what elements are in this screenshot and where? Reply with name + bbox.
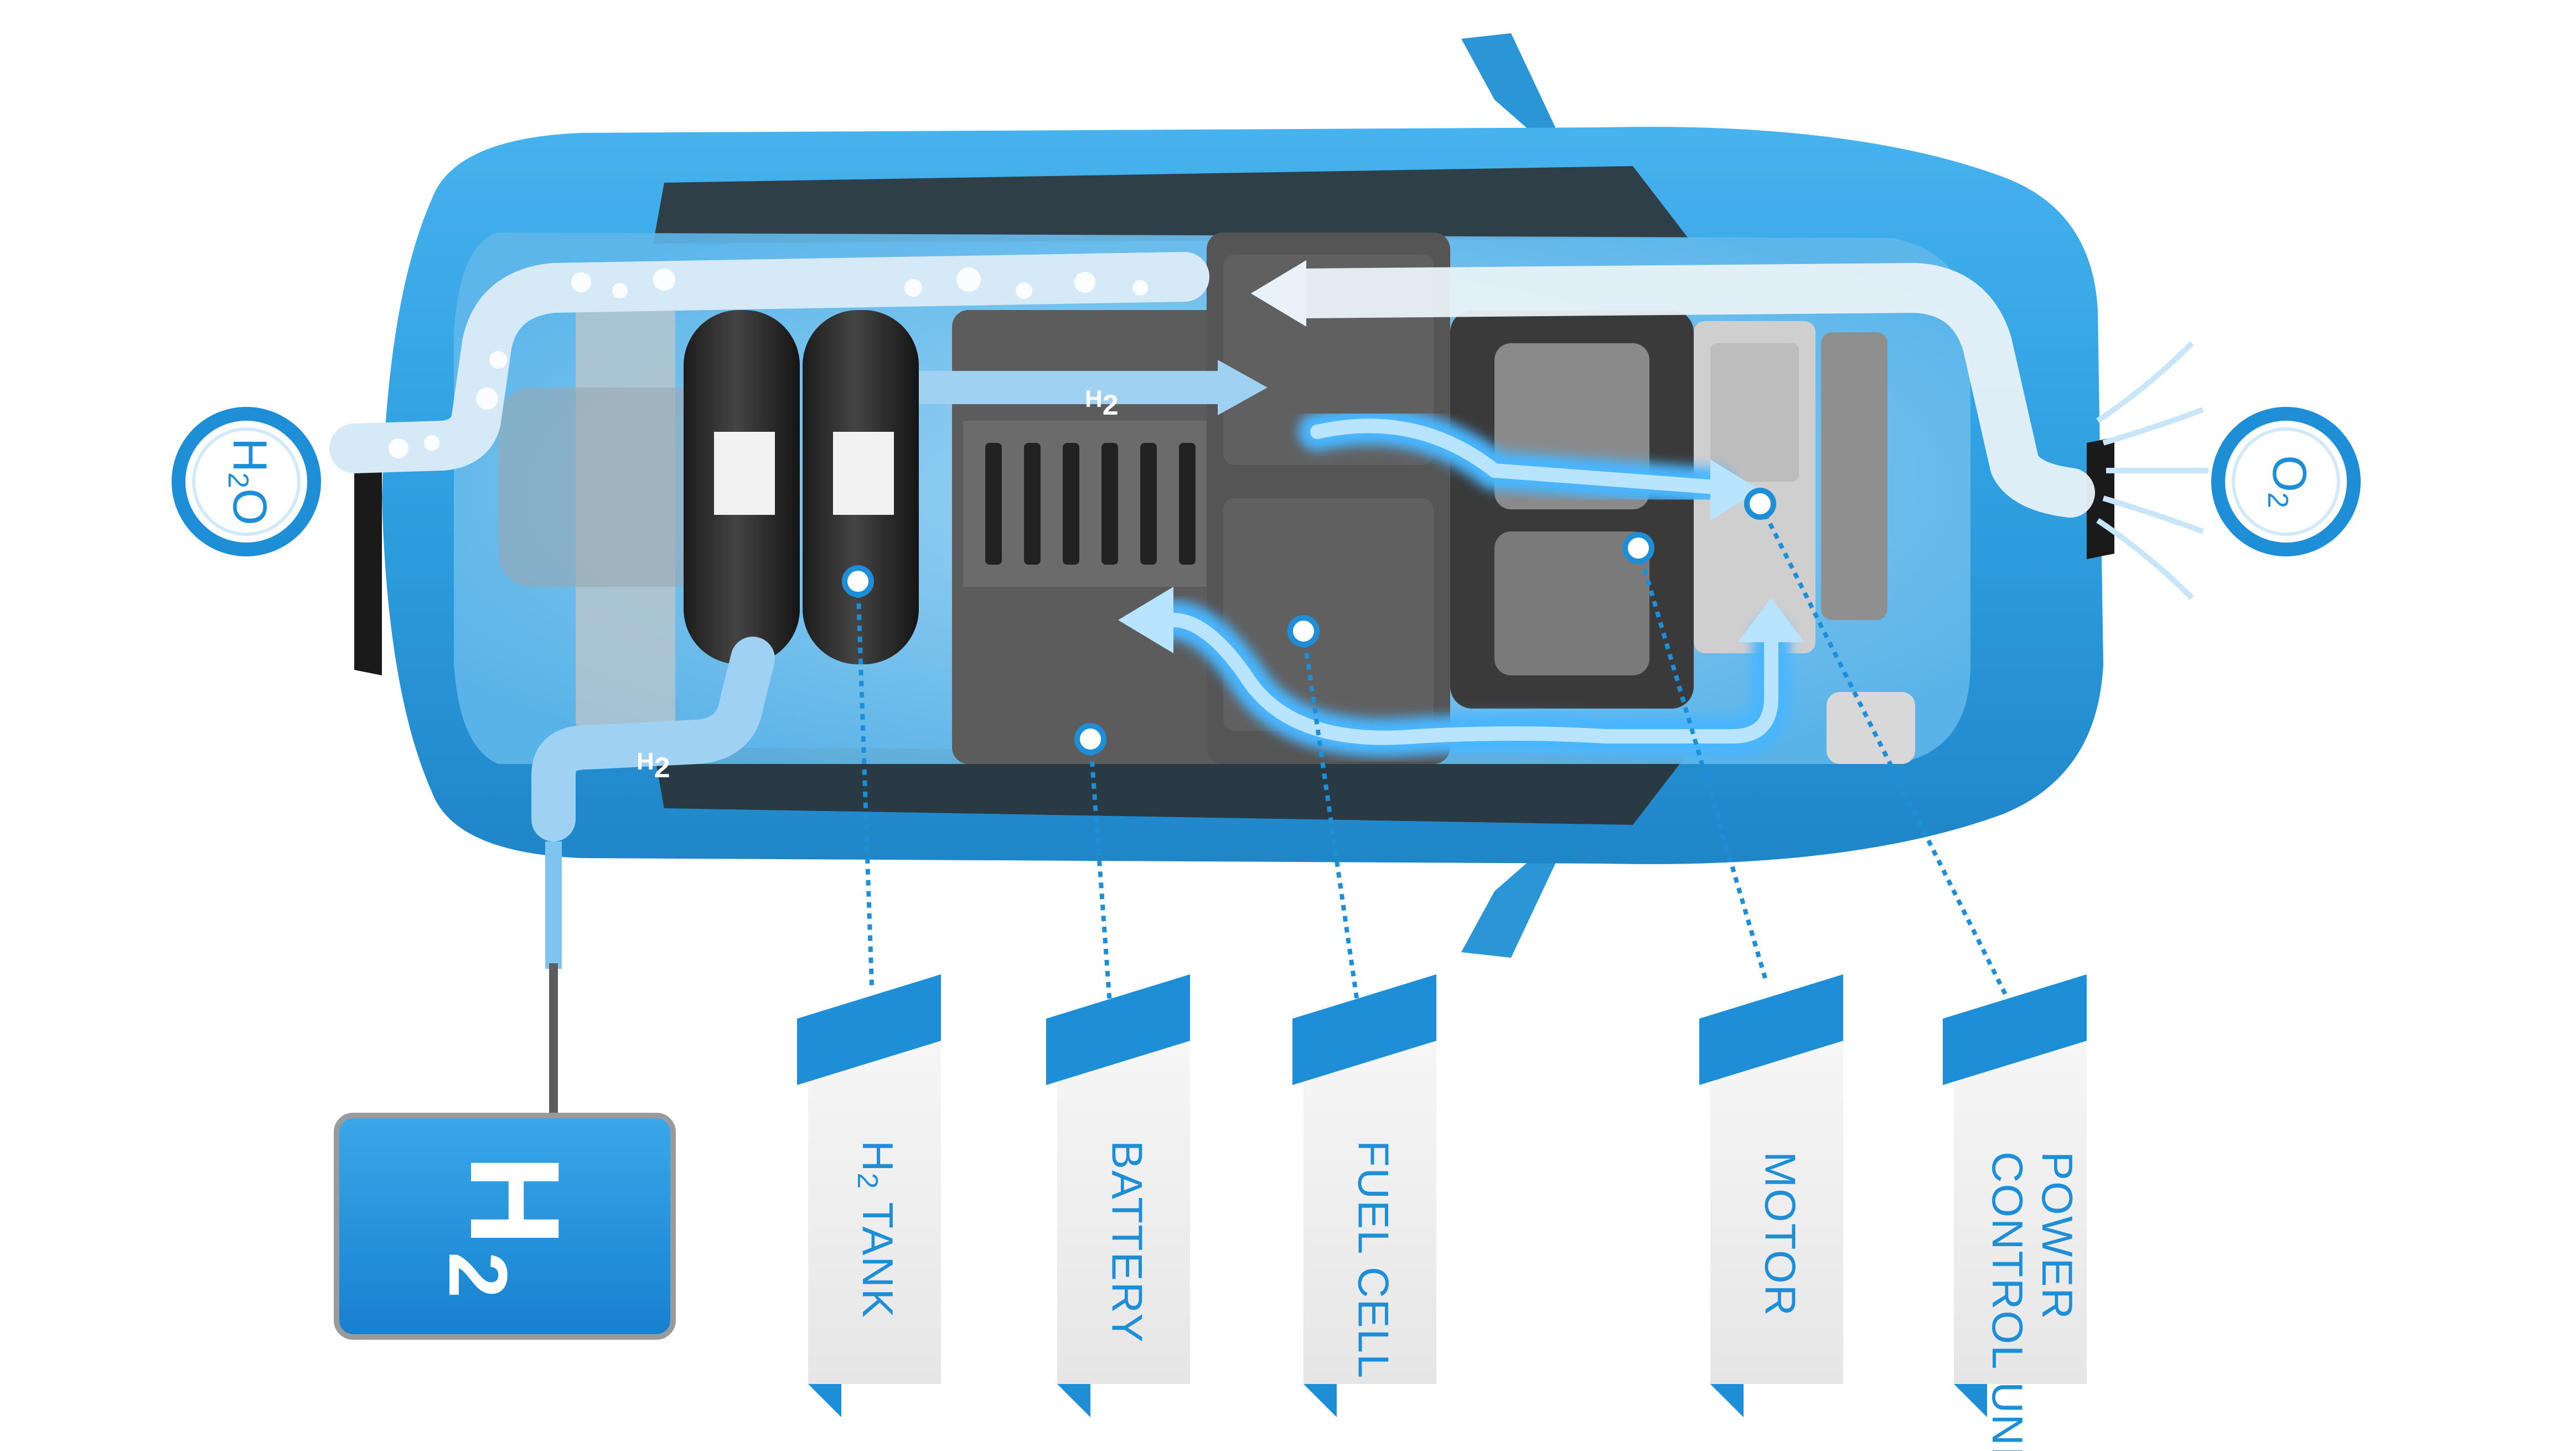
air-arrow-head [1251,260,1306,327]
rear-subframe [498,388,731,587]
side-mirror-bottom [1461,853,1555,958]
hydrogen-feed-path: H2 H2 [531,360,1268,841]
air-intake-path [1251,260,2095,518]
water-badge: H2O [172,407,321,556]
svg-text:H2: H2 [432,1154,586,1298]
battery-pack [952,310,1240,764]
label-h2-tank: H2 TANK [797,974,941,1417]
label-motor: MOTOR [1699,974,1843,1417]
svg-text:MOTOR: MOTOR [1756,1151,1804,1317]
label-battery: BATTERY [1046,974,1190,1417]
energy-arrow-pcu [1738,598,1804,642]
svg-text:BATTERY: BATTERY [1103,1140,1151,1344]
svg-text:POWER CONTROL UNIT: POWER CONTROL UNIT [1983,1151,2082,1451]
oxygen-badge: O2 [2211,407,2361,556]
h2-arrow-head [1218,360,1268,415]
window-top [653,166,1688,244]
svg-text:FUEL CELL: FUEL CELL [1349,1140,1398,1379]
car-body [354,33,2114,958]
svg-text:H2O: H2O [222,438,276,525]
hydrogen-station-box [334,1113,676,1340]
water-exhaust-path [329,252,1209,473]
rear-bumper [354,459,382,675]
hydrogen-tanks [684,310,919,664]
label-fuel-cell: FUEL CELL [1292,974,1436,1417]
energy-paths [1118,406,1804,757]
h2-feed-label: H2 [637,748,670,784]
window-bottom [653,747,1688,825]
svg-text:H2 TANK: H2 TANK [851,1140,902,1319]
label-power-control-unit: POWER CONTROL UNIT [1943,974,2087,1451]
svg-text:O2: O2 [2262,455,2316,508]
motor-unit [1450,310,1694,709]
airflow-lines [2096,341,2208,600]
hydrogen-station: H2 [334,841,676,1340]
h2-flow-label: H2 [1085,385,1119,421]
energy-arrow-battery [1118,587,1173,653]
callout-leaders [856,503,2017,1041]
side-mirror-top [1461,33,1555,138]
energy-arrow-motor [1710,459,1760,520]
callout-dots [842,488,1776,755]
